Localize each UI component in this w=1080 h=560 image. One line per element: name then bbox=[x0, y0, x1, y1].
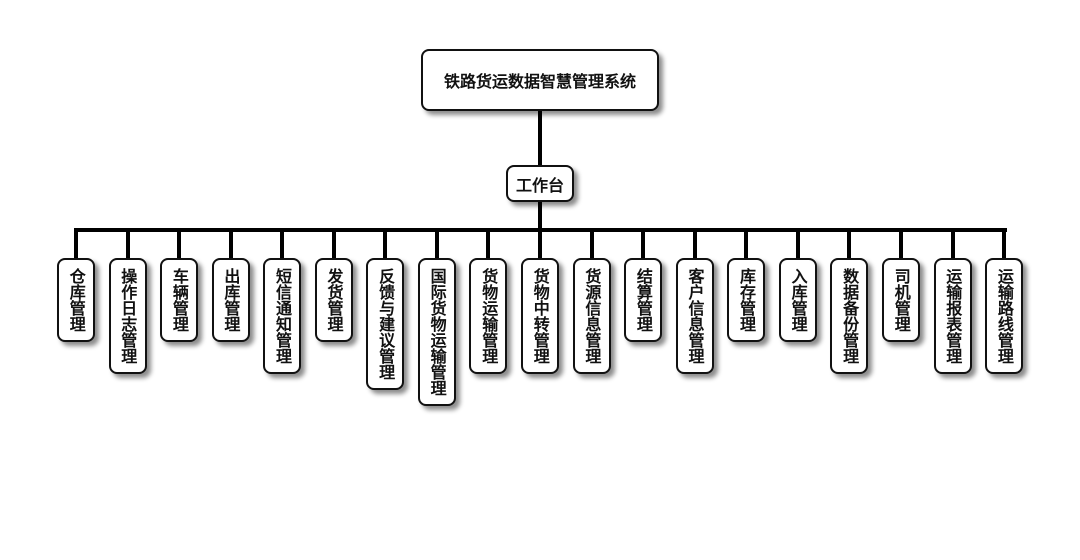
module-node[interactable]: 国际货物运输管理 bbox=[417, 258, 456, 406]
connector-leaf bbox=[228, 228, 233, 258]
connector-leaf bbox=[1002, 228, 1007, 258]
module-node[interactable]: 出库管理 bbox=[211, 258, 250, 342]
connector-leaf bbox=[177, 228, 182, 258]
module-node[interactable]: 短信通知管理 bbox=[263, 258, 302, 374]
module-node[interactable]: 货源信息管理 bbox=[572, 258, 611, 374]
root-node[interactable]: 铁路货运数据智慧管理系统 bbox=[421, 49, 659, 111]
connector-leaf bbox=[383, 228, 388, 258]
module-node[interactable]: 客户信息管理 bbox=[675, 258, 714, 374]
connector-root-mid bbox=[538, 111, 542, 165]
connector-leaf bbox=[795, 228, 800, 258]
connector-leaf bbox=[744, 228, 749, 258]
module-node[interactable]: 仓库管理 bbox=[57, 258, 95, 342]
connector-leaf bbox=[641, 228, 646, 258]
connector-leaf bbox=[331, 228, 336, 258]
connector-leaf bbox=[538, 228, 543, 258]
connector-mid-bus bbox=[538, 202, 542, 230]
module-node[interactable]: 数据备份管理 bbox=[830, 258, 869, 374]
module-node[interactable]: 车辆管理 bbox=[160, 258, 199, 342]
connector-leaf bbox=[950, 228, 955, 258]
connector-leaf bbox=[434, 228, 439, 258]
module-node[interactable]: 货物中转管理 bbox=[521, 258, 560, 374]
module-node[interactable]: 货物运输管理 bbox=[469, 258, 508, 374]
module-node[interactable]: 反馈与建议管理 bbox=[366, 258, 405, 390]
connector-leaf bbox=[692, 228, 697, 258]
module-node[interactable]: 发货管理 bbox=[314, 258, 353, 342]
module-node[interactable]: 司机管理 bbox=[881, 258, 920, 342]
module-node[interactable]: 运输报表管理 bbox=[933, 258, 972, 374]
connector-leaf bbox=[589, 228, 594, 258]
connector-leaf bbox=[280, 228, 285, 258]
connector-leaf bbox=[847, 228, 852, 258]
module-node[interactable]: 操作日志管理 bbox=[108, 258, 147, 374]
connector-leaf bbox=[125, 228, 130, 258]
module-node[interactable]: 库存管理 bbox=[727, 258, 766, 342]
connector-leaf bbox=[74, 228, 78, 258]
connector-leaf bbox=[898, 228, 903, 258]
module-node[interactable]: 运输路线管理 bbox=[985, 258, 1024, 374]
module-node[interactable]: 入库管理 bbox=[778, 258, 817, 342]
module-node[interactable]: 结算管理 bbox=[624, 258, 663, 342]
connector-leaf bbox=[486, 228, 491, 258]
workbench-node[interactable]: 工作台 bbox=[506, 165, 574, 202]
